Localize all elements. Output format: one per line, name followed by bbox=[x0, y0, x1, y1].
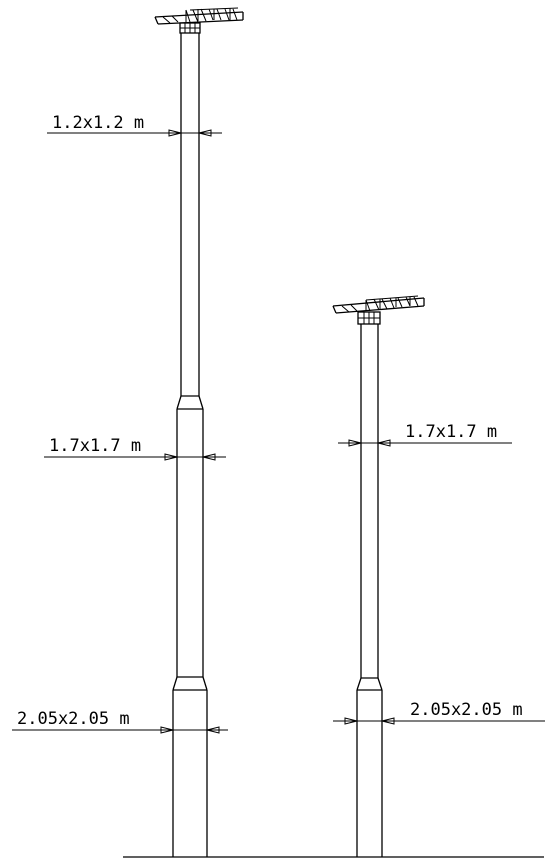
short-tower: 1.7x1.7 m 2.05x2.05 m bbox=[332, 295, 545, 857]
dimension-label-tall-bottom: 2.05x2.05 m bbox=[17, 709, 130, 729]
dimension-label-short-bottom: 2.05x2.05 m bbox=[410, 700, 523, 720]
dimension-short-bottom bbox=[333, 717, 545, 725]
dimension-tall-bottom bbox=[12, 726, 228, 734]
dimension-tall-top bbox=[47, 129, 222, 137]
dimension-label-tall-top: 1.2x1.2 m bbox=[52, 113, 144, 133]
tall-tower-head bbox=[154, 7, 244, 34]
dimension-label-tall-middle: 1.7x1.7 m bbox=[49, 436, 141, 456]
short-tower-head bbox=[332, 295, 425, 325]
dimension-label-short-upper: 1.7x1.7 m bbox=[405, 422, 497, 442]
tall-tower: 1.2x1.2 m 1.7x1.7 m 2.05x2.05 m bbox=[12, 7, 244, 857]
dimension-tall-middle bbox=[44, 453, 226, 461]
dimension-short-upper bbox=[338, 439, 512, 447]
